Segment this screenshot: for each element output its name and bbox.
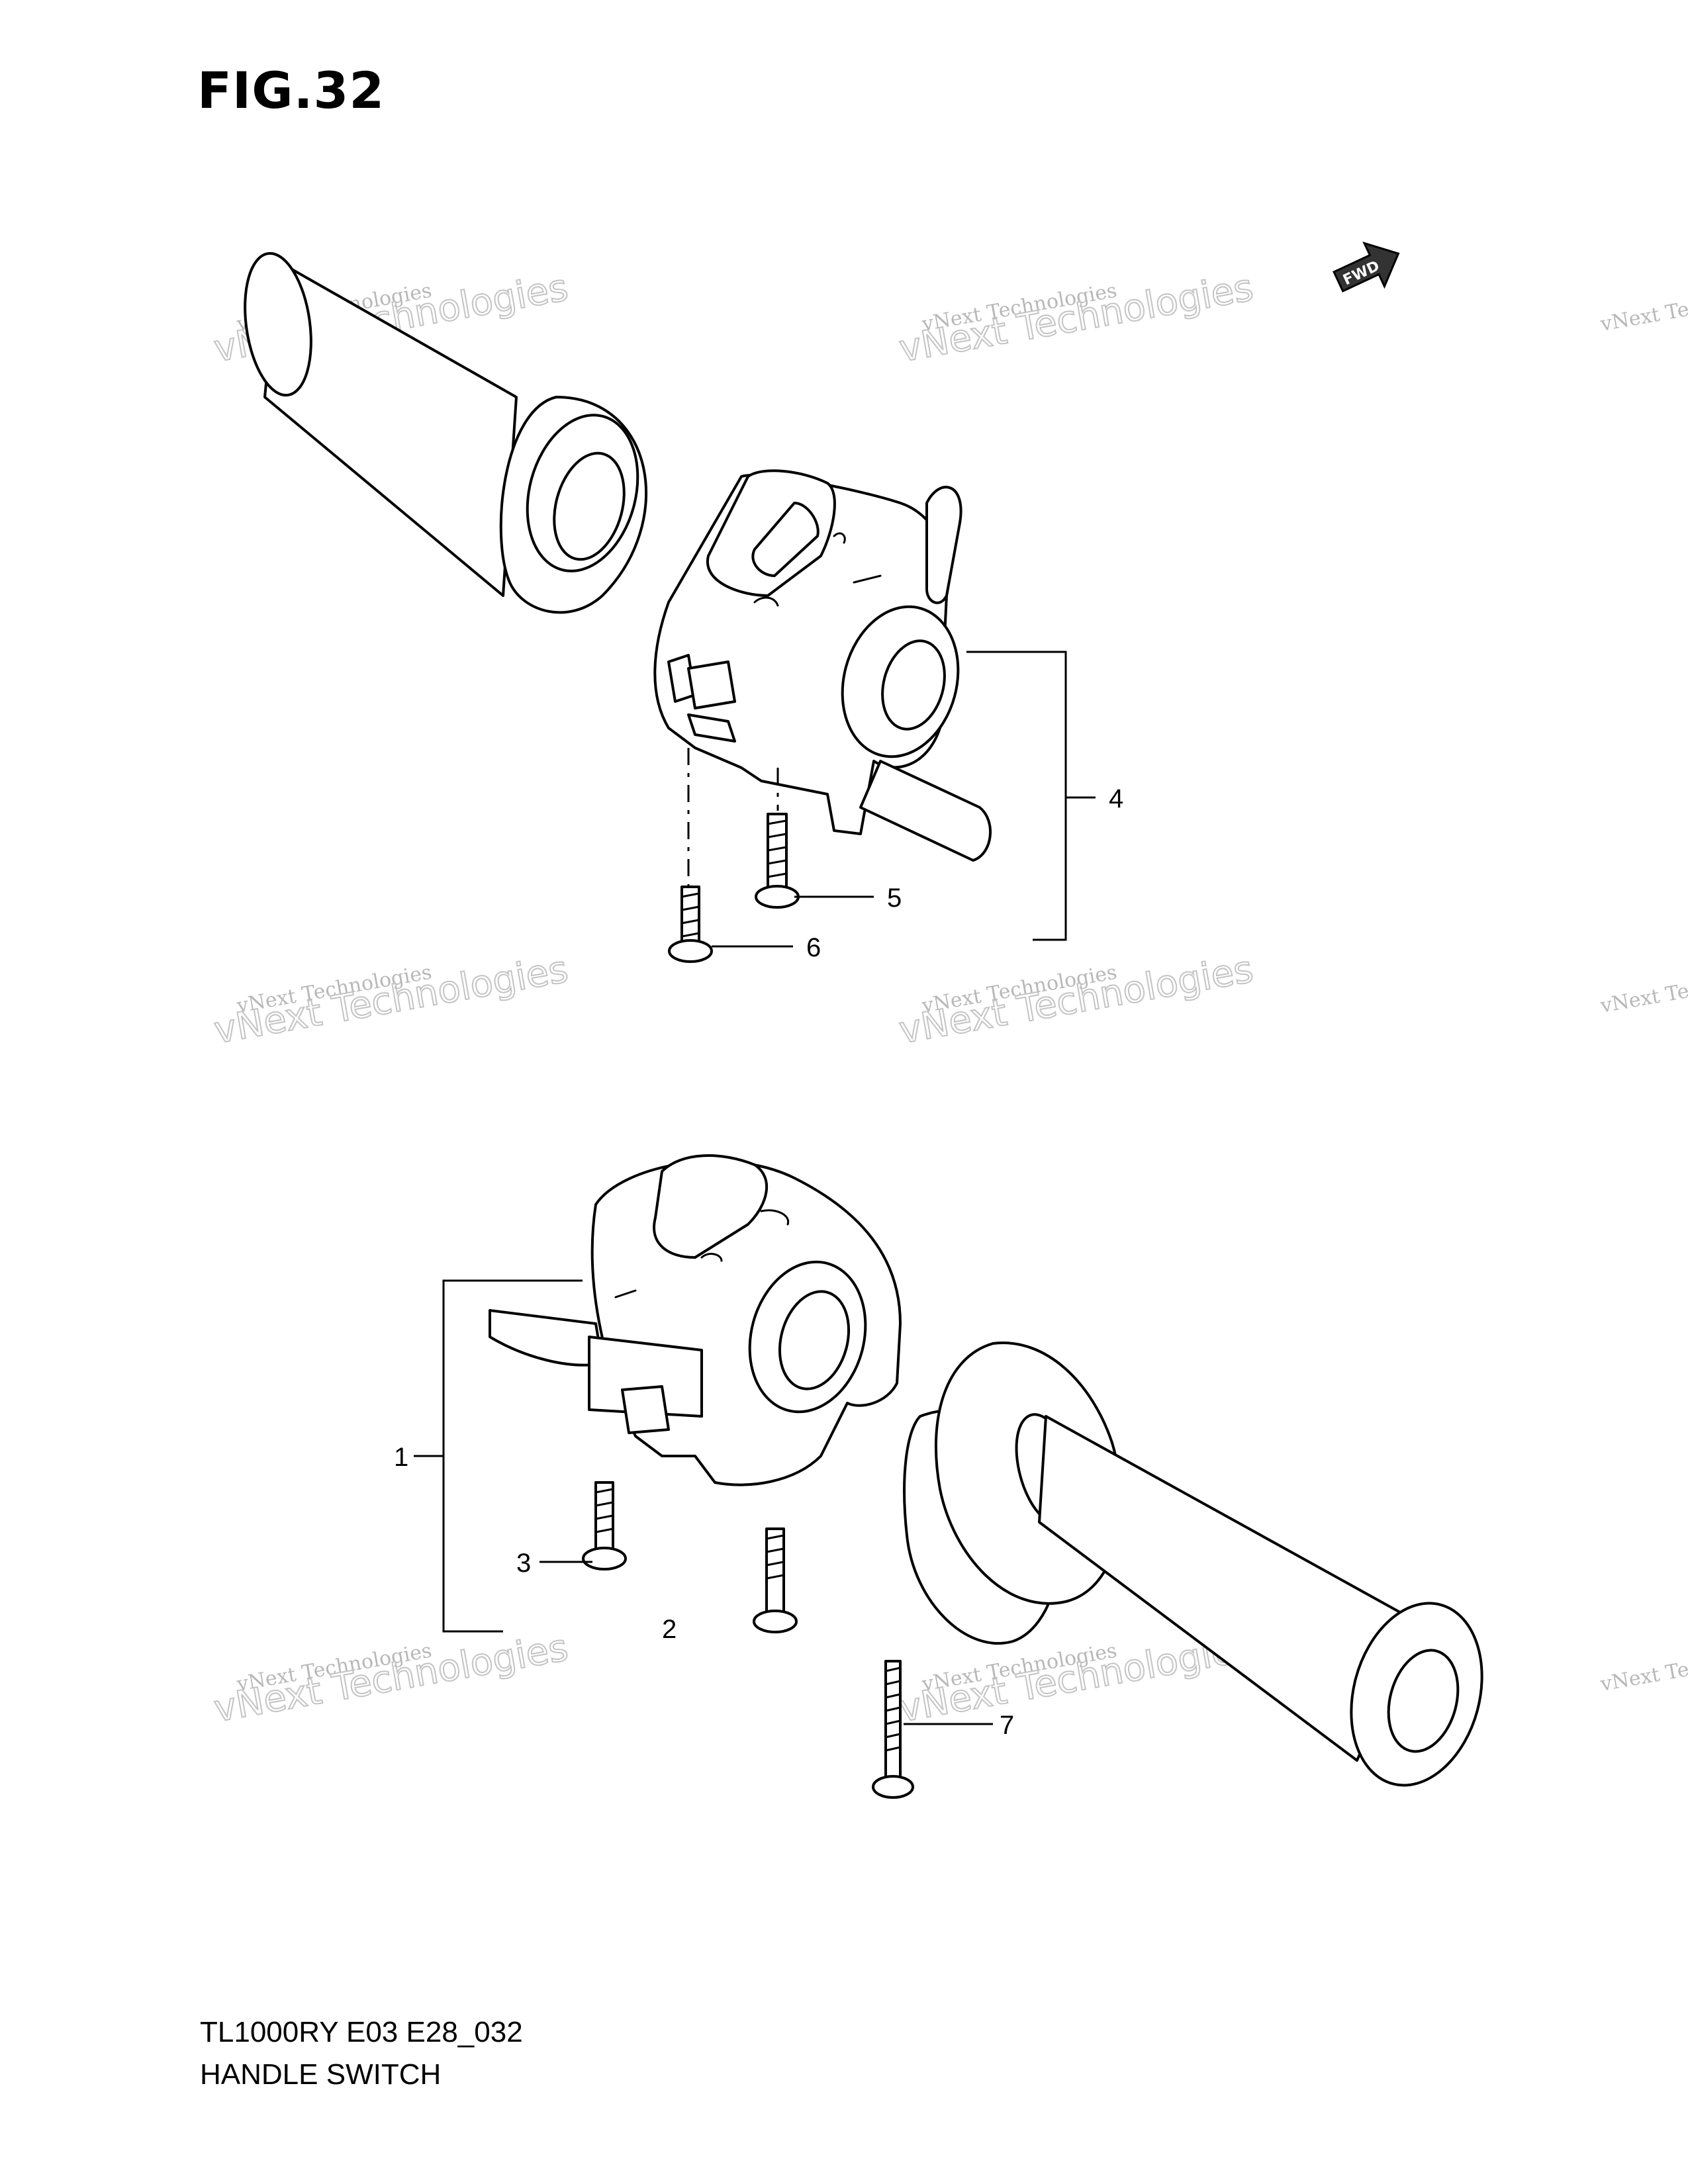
watermark: vNext Technologies	[1598, 961, 1688, 1018]
left-grip	[244, 251, 648, 614]
watermark: vNext Technologies vNext Technologies	[211, 947, 572, 1053]
bracket-4	[966, 651, 1096, 941]
callout-4: 4	[1109, 784, 1123, 813]
watermark-small: vNext Technologies	[1598, 961, 1688, 1018]
watermark: vNext Technologies vNext Technologies	[896, 947, 1257, 1053]
watermark: vNext Technologies	[1598, 279, 1688, 336]
watermark: vNext Technologies vNext Technologies	[211, 1625, 572, 1731]
watermark-large: vNext Technologies	[211, 1626, 571, 1731]
figure-name: HANDLE SWITCH	[200, 2058, 442, 2091]
fwd-arrow-icon	[1333, 241, 1400, 293]
callout-6: 6	[806, 933, 821, 962]
figure-code: TL1000RY E03 E28_032	[200, 2016, 523, 2048]
screw-7	[872, 1660, 914, 1799]
bracket-1	[414, 1279, 583, 1633]
watermark-large: vNext Technologies	[896, 948, 1256, 1052]
watermark: vNext Technologies vNext Technologies	[896, 265, 1257, 371]
right-handle-switch	[489, 1154, 902, 1486]
screw-6	[668, 886, 713, 963]
right-grip	[903, 1342, 1483, 1787]
screw-5	[755, 813, 800, 909]
callout-2: 2	[662, 1615, 677, 1644]
watermark-large: vNext Technologies	[211, 948, 571, 1052]
figure-title: FIG.32	[197, 61, 385, 120]
callout-7: 7	[1000, 1711, 1014, 1740]
callout-5: 5	[887, 884, 902, 913]
callout-1: 1	[394, 1443, 408, 1472]
left-handle-switch	[653, 469, 992, 862]
fwd-badge: FWD	[1333, 241, 1400, 293]
screw-2	[753, 1527, 798, 1633]
watermark-large: vNext Technologies	[896, 266, 1256, 371]
screw-3	[582, 1481, 627, 1570]
watermark-small: vNext Technologies	[1598, 279, 1688, 336]
watermark-small: vNext Technologies	[1598, 1639, 1688, 1696]
callout-3: 3	[516, 1549, 531, 1578]
watermark: vNext Technologies	[1598, 1639, 1688, 1696]
